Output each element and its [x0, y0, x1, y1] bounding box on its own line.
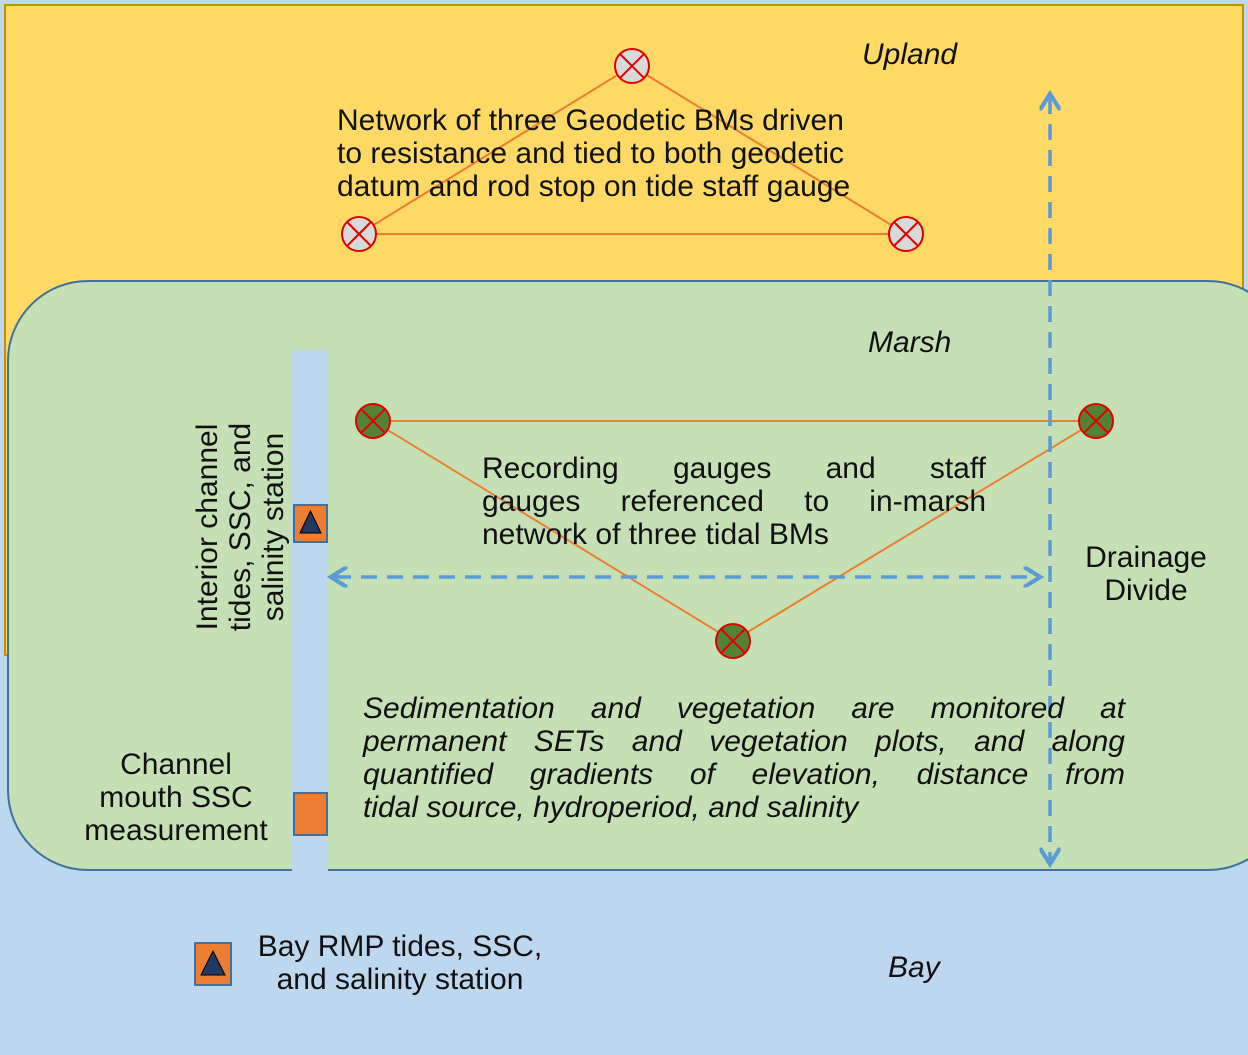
sedimentation-text: Sedimentation and vegetation are monitor…	[363, 692, 1125, 824]
tidal-bm-marker-left	[355, 403, 391, 439]
tidal-bm-marker-right	[1078, 403, 1114, 439]
bay-station-icon	[194, 942, 232, 986]
marsh-label: Marsh	[868, 326, 952, 359]
text-line: Divide	[1104, 574, 1188, 607]
text-line: Network of three Geodetic BMs driven	[337, 104, 844, 137]
tidal-bm-marker-bottom	[715, 623, 751, 659]
drainage-divide-label: Drainage Divide	[1068, 541, 1224, 607]
interior-channel	[292, 350, 328, 1055]
text-line: measurement	[84, 814, 268, 847]
text-line: permanent SETs and vegetation plots, and…	[363, 725, 1125, 758]
text-line: Bay RMP tides, SSC,	[257, 930, 543, 963]
interior-channel-label: Interior channel tides, SSC, and salinit…	[191, 402, 295, 652]
text-line: and salinity station	[276, 963, 524, 996]
channel-mouth-ssc-icon	[293, 792, 328, 836]
channel-mouth-label: Channel mouth SSC measurement	[64, 748, 288, 847]
text-line: tidal source, hydroperiod, and salinity	[363, 791, 859, 824]
text-line: salinity station	[257, 432, 290, 622]
text-line: Drainage	[1085, 541, 1207, 574]
recording-gauges-text: Recording gauges and staff gauges refere…	[482, 452, 986, 551]
geodetic-bm-links	[355, 64, 910, 235]
text-line: Interior channel	[191, 423, 224, 631]
interior-station-icon	[293, 504, 328, 543]
text-line: Channel	[120, 748, 232, 781]
text-line: to resistance and tied to both geodetic	[337, 137, 845, 170]
text-line: datum and rod stop on tide staff gauge	[337, 170, 851, 203]
geodetic-bm-marker-left	[341, 216, 377, 252]
text-line: Recording gauges and staff	[482, 452, 986, 485]
text-line: network of three tidal BMs	[482, 518, 829, 551]
tidal-bm-links	[369, 420, 1100, 643]
geodetic-bm-marker-top	[614, 48, 650, 84]
geodetic-network-text: Network of three Geodetic BMs driven to …	[337, 104, 937, 203]
geodetic-bm-network	[341, 48, 924, 252]
bay-station-label: Bay RMP tides, SSC, and salinity station	[240, 930, 560, 996]
text-line: tides, SSC, and	[224, 422, 257, 632]
geodetic-bm-marker-right	[888, 216, 924, 252]
bay-label: Bay	[888, 951, 940, 984]
text-line: quantified gradients of elevation, dista…	[363, 758, 1125, 791]
text-line: gauges referenced to in-marsh	[482, 485, 986, 518]
text-line: mouth SSC	[99, 781, 253, 814]
upland-label: Upland	[862, 38, 958, 71]
tidal-bm-network	[355, 403, 1114, 659]
text-line: Sedimentation and vegetation are monitor…	[363, 692, 1125, 725]
